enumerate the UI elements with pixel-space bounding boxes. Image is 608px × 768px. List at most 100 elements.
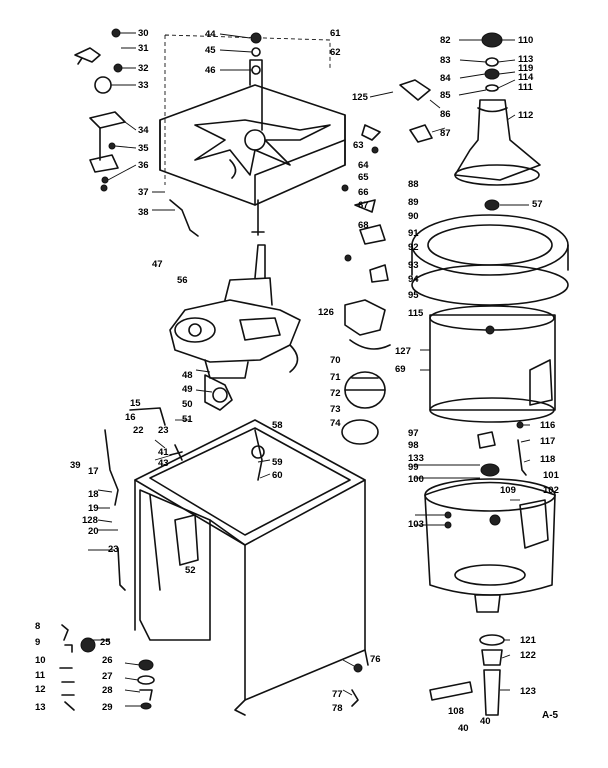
part-number-label: 36 — [138, 160, 149, 171]
part-number-label: 78 — [332, 703, 343, 714]
part-number-label: 77 — [332, 689, 343, 700]
part-number-label: 37 — [138, 187, 149, 198]
part-number-label: 116 — [540, 420, 555, 431]
part-number-label: 44 — [205, 29, 216, 40]
part-number-label: 71 — [330, 372, 341, 383]
part-number-label: 35 — [138, 143, 149, 154]
part-number-label: 128 — [82, 515, 98, 526]
part-number-label: 9 — [35, 637, 40, 648]
top-plate-assembly — [159, 32, 346, 236]
part-number-label: 22 — [133, 425, 144, 436]
part-number-label: 23 — [108, 544, 119, 555]
part-number-label: 63 — [353, 140, 364, 151]
part-number-label: 39 — [70, 460, 81, 471]
part-number-label: 61 — [330, 28, 341, 39]
part-number-label: 40 — [458, 723, 469, 734]
part-number-label: 41 — [158, 447, 169, 458]
part-number-label: 17 — [88, 466, 99, 477]
part-number-label: 86 — [440, 109, 451, 120]
part-number-label: 49 — [182, 384, 193, 395]
part-number-label: 18 — [88, 489, 99, 500]
part-number-label: 101 — [543, 470, 560, 481]
part-number-label: 89 — [408, 197, 419, 208]
part-number-label: 50 — [182, 399, 193, 410]
part-number-label: 32 — [138, 63, 149, 74]
part-number-label: 47 — [152, 259, 163, 270]
part-number-label: 88 — [408, 179, 419, 190]
part-number-label: 122 — [520, 650, 536, 661]
part-number-label: 11 — [35, 670, 46, 681]
part-number-label: 117 — [540, 436, 555, 447]
part-number-label: 90 — [408, 211, 419, 222]
part-number-label: 13 — [35, 702, 46, 713]
drawing-id: A-5 — [542, 710, 559, 721]
part-number-label: 56 — [177, 275, 188, 286]
part-number-label: 23 — [158, 425, 169, 436]
part-number-label: 52 — [185, 565, 196, 576]
part-number-label: 10 — [35, 655, 46, 666]
part-number-label: 76 — [370, 654, 381, 665]
part-number-label: 31 — [138, 43, 149, 54]
part-number-label: 113 — [518, 54, 533, 65]
part-number-label: 98 — [408, 440, 419, 451]
part-number-label: 111 — [518, 82, 534, 93]
part-number-label: 34 — [138, 125, 149, 136]
part-number-label: 83 — [440, 55, 451, 66]
part-number-label: 102 — [543, 485, 559, 496]
part-number-label: 57 — [532, 199, 543, 210]
right-small-parts — [444, 421, 527, 529]
part-number-label: 64 — [358, 160, 369, 171]
part-number-label: 92 — [408, 242, 419, 253]
part-number-label: 26 — [102, 655, 113, 666]
part-number-label: 67 — [358, 200, 369, 211]
part-number-label: 48 — [182, 370, 193, 381]
part-number-label: 69 — [395, 364, 406, 375]
part-number-label: 27 — [102, 671, 113, 682]
transmission-assembly — [169, 244, 301, 411]
part-number-label: 51 — [182, 414, 193, 425]
part-number-label: 72 — [330, 388, 341, 399]
tub-assembly — [411, 32, 569, 716]
part-number-label: 112 — [518, 110, 533, 121]
part-number-label: 97 — [408, 428, 419, 439]
part-number-label: 126 — [318, 307, 334, 318]
part-number-label: 40 — [480, 716, 491, 727]
part-number-label: 70 — [330, 355, 341, 366]
part-number-label: 60 — [272, 470, 283, 481]
part-number-label: 66 — [358, 187, 369, 198]
part-number-label: 12 — [35, 684, 46, 695]
part-number-label: 115 — [408, 308, 424, 319]
part-number-label: 82 — [440, 35, 451, 46]
part-number-label: 103 — [408, 519, 424, 530]
part-number-label: 19 — [88, 503, 99, 514]
part-number-label: 123 — [520, 686, 536, 697]
center-small-parts — [341, 79, 433, 445]
part-number-labels: 3031323334353637384445466162828384858687… — [35, 28, 560, 734]
part-number-label: 68 — [358, 220, 369, 231]
part-number-label: 59 — [272, 457, 283, 468]
part-number-label: 125 — [352, 92, 369, 103]
part-number-label: 109 — [500, 485, 516, 496]
leader-lines — [88, 32, 531, 707]
part-number-label: 108 — [448, 706, 464, 717]
part-number-label: 74 — [330, 418, 341, 429]
part-number-label: 127 — [395, 346, 411, 357]
part-number-label: 85 — [440, 90, 451, 101]
part-number-label: 110 — [518, 35, 533, 46]
part-number-label: 91 — [408, 228, 419, 239]
part-number-label: 16 — [125, 412, 136, 423]
left-bottom-small-parts — [59, 407, 363, 711]
part-number-label: 93 — [408, 260, 419, 271]
part-number-label: 29 — [102, 702, 113, 713]
part-number-label: 15 — [130, 398, 141, 409]
part-number-label: 95 — [408, 290, 419, 301]
part-number-label: 133 — [408, 453, 424, 464]
part-number-label: 8 — [35, 621, 40, 632]
part-number-label: 43 — [158, 458, 169, 469]
part-number-label: 28 — [102, 685, 113, 696]
part-number-label: 62 — [330, 47, 341, 58]
left-top-small-parts — [74, 28, 199, 237]
part-number-label: 38 — [138, 207, 149, 218]
part-number-label: 25 — [100, 637, 111, 648]
part-number-label: 84 — [440, 73, 451, 84]
